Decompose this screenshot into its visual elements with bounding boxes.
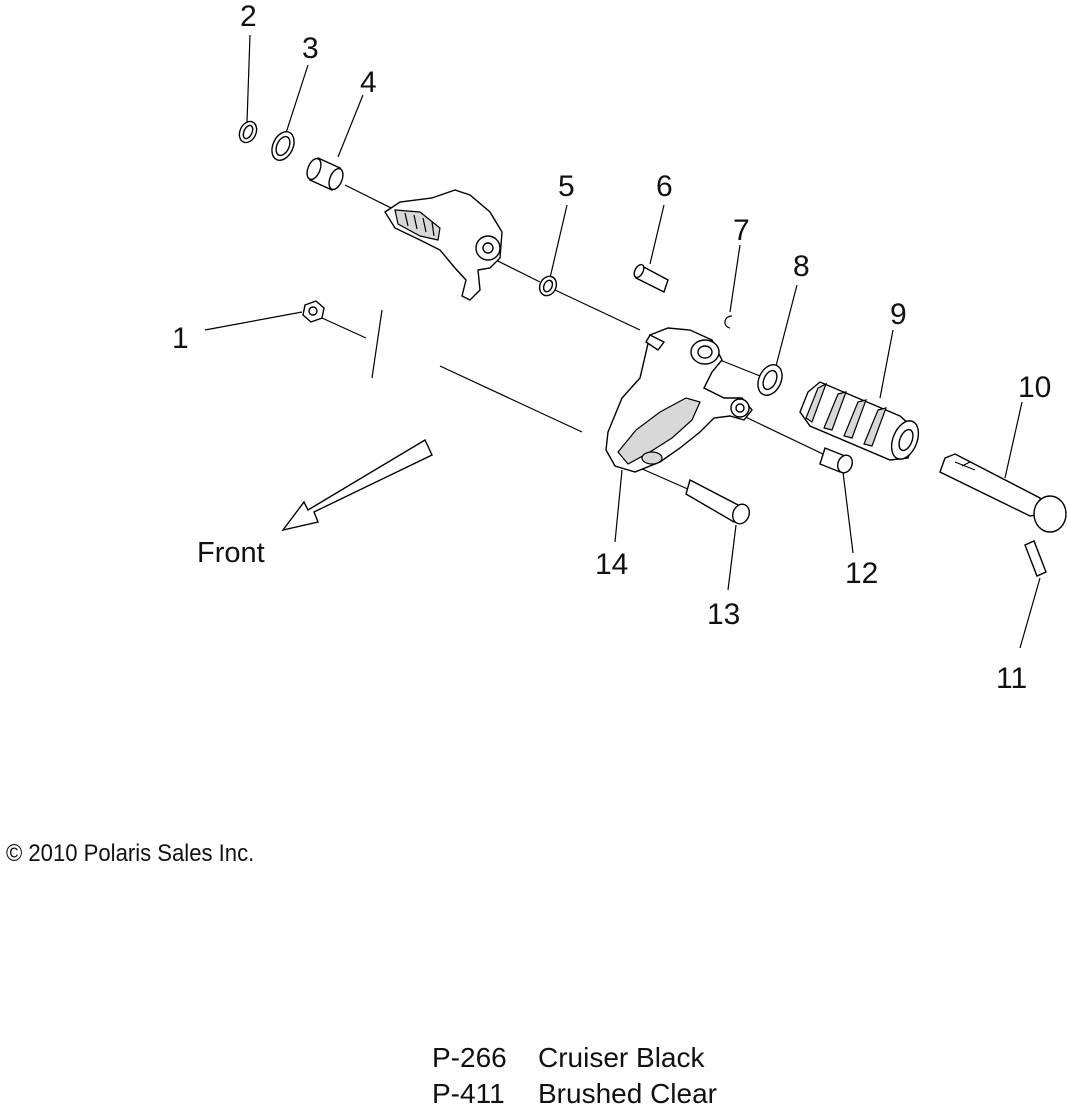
pin-part-6 [633, 263, 669, 293]
callout-2: 2 [240, 0, 257, 33]
callout-1: 1 [172, 322, 189, 355]
legend-color-name: Cruiser Black [538, 1042, 705, 1073]
bolt-part-13 [685, 478, 751, 525]
callout-5: 5 [558, 170, 575, 203]
copyright-notice: © 2010 Polaris Sales Inc. [6, 840, 255, 867]
footpeg-rubber-part-9 [799, 381, 920, 461]
clevis-pin-part-10 [939, 453, 1067, 533]
clip-part-7 [724, 315, 733, 329]
legend-row: P-266 Cruiser Black [432, 1040, 717, 1076]
bushing-part-4 [306, 157, 344, 191]
legend-code: P-411 [432, 1078, 505, 1109]
callout-12: 12 [845, 557, 878, 590]
shift-arm [384, 189, 503, 301]
callout-labels: 1 2 3 4 5 6 7 8 9 10 11 12 13 14 [172, 0, 1051, 695]
legend-row: P-411 Brushed Clear [432, 1076, 717, 1112]
o-ring-part-5 [538, 275, 558, 297]
callout-8: 8 [793, 250, 810, 283]
legend-code: P-266 [432, 1042, 507, 1073]
ring-part-2 [238, 120, 258, 144]
callout-7: 7 [733, 214, 750, 247]
callout-9: 9 [890, 298, 907, 331]
pedal-arm-part-14 [605, 327, 753, 473]
leader-lines [204, 34, 1041, 649]
callout-4: 4 [360, 66, 377, 99]
nut-part-1 [302, 300, 325, 323]
washer-part-8 [757, 364, 783, 396]
callout-13: 13 [707, 598, 740, 631]
callout-11: 11 [996, 662, 1027, 695]
washer-part-3 [271, 131, 295, 161]
callout-6: 6 [656, 170, 673, 203]
callout-3: 3 [302, 32, 319, 65]
front-label: Front [197, 537, 265, 569]
set-screw-part-11 [1024, 540, 1047, 577]
bolt-part-12 [819, 447, 854, 474]
front-direction-arrow-icon [281, 439, 433, 532]
legend-color-name: Brushed Clear [538, 1078, 717, 1109]
callout-10: 10 [1018, 371, 1051, 404]
color-legend: P-266 Cruiser Black P-411 Brushed Clear [432, 1040, 717, 1112]
callout-14: 14 [595, 548, 628, 581]
